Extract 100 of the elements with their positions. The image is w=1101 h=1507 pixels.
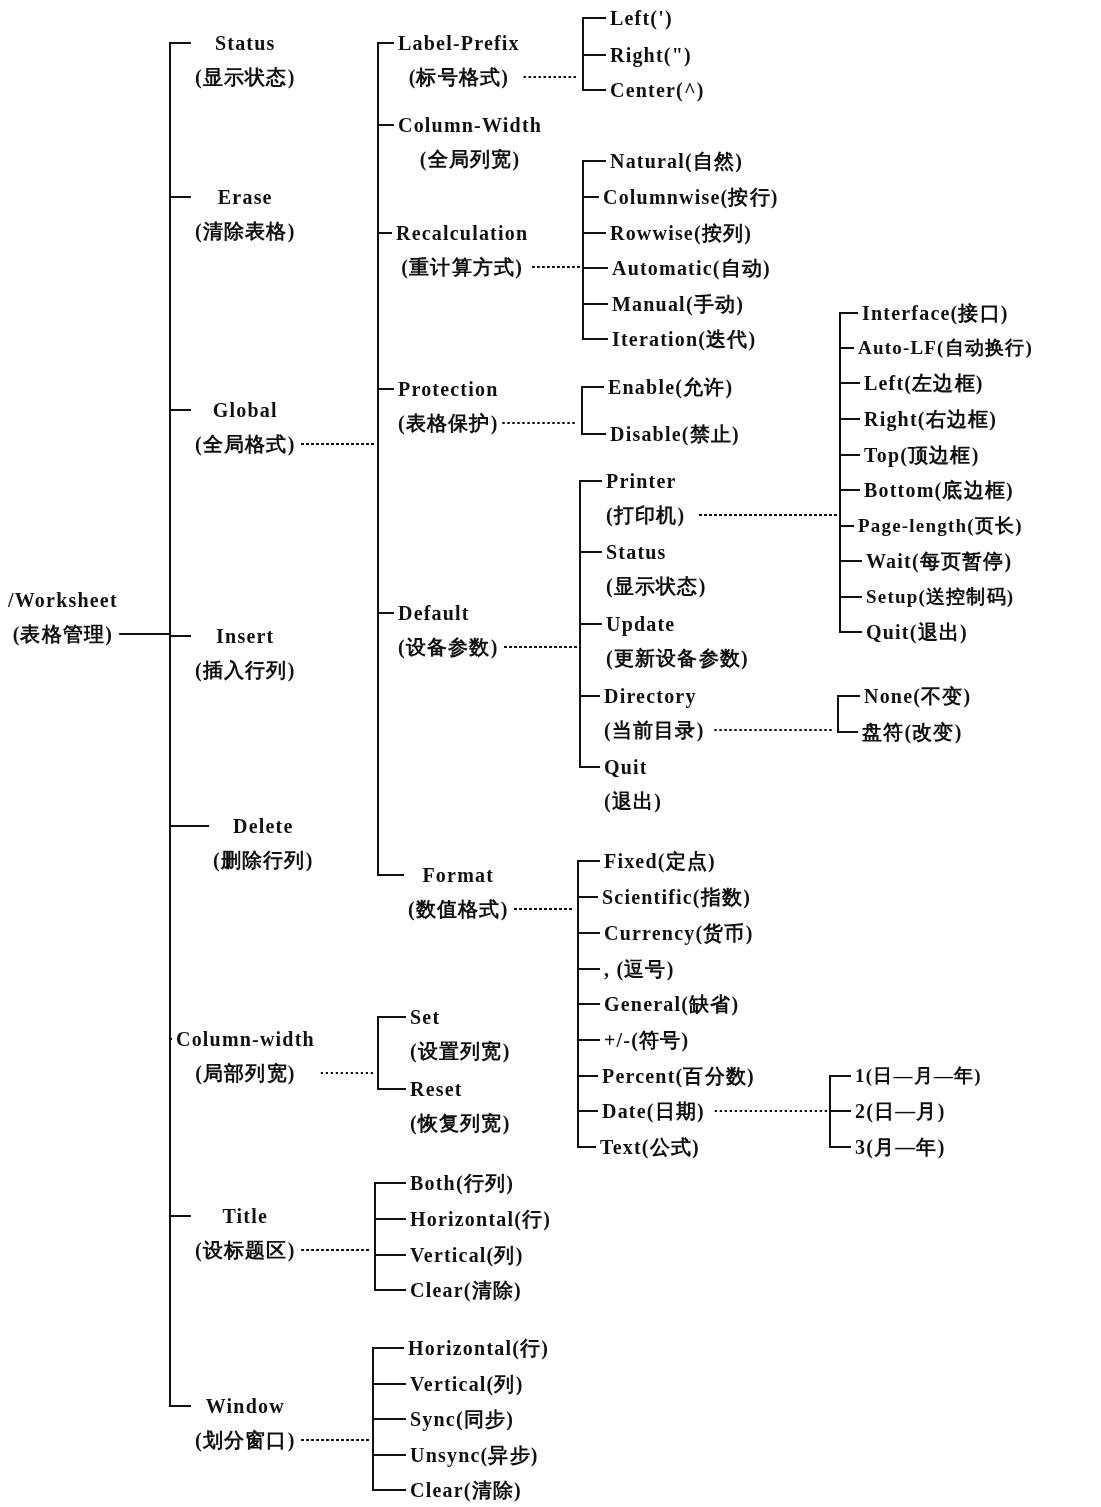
menu-item: , (逗号) xyxy=(604,952,675,986)
menu-item: Vertical(列) xyxy=(410,1367,524,1401)
menu-item-gloss: (全局格式) xyxy=(195,432,296,458)
menu-item-gloss: (设标题区) xyxy=(195,1238,296,1264)
menu-item: Status xyxy=(606,540,667,565)
menu-item: Horizontal(行) xyxy=(410,1202,552,1236)
menu-item: Reset xyxy=(410,1077,463,1102)
menu-item: Columnwise(按行) xyxy=(603,180,779,214)
menu-item: 3(月—年) xyxy=(855,1130,946,1164)
bracket-line xyxy=(300,1439,407,1491)
menu-item: Horizontal(行) xyxy=(408,1331,550,1365)
menu-item: Enable(允许) xyxy=(608,370,734,404)
menu-item: Column-width xyxy=(176,1027,315,1052)
menu-item-gloss: (打印机) xyxy=(606,503,686,529)
menu-item: Disable(禁止) xyxy=(610,417,740,451)
menu-item: Fixed(定点) xyxy=(604,844,716,878)
menu-item: Top(顶边框) xyxy=(864,438,980,472)
menu-item: Scientific(指数) xyxy=(602,880,751,914)
menu-item-gloss: (重计算方式) xyxy=(401,255,523,281)
menu-item: Right(") xyxy=(610,38,692,72)
menu-item: Recalculation xyxy=(396,221,529,246)
menu-item-gloss: (显示状态) xyxy=(606,574,707,600)
bracket-line xyxy=(713,1110,852,1148)
menu-item: Format xyxy=(422,863,495,888)
bracket-line xyxy=(300,443,405,876)
menu-item: Insert xyxy=(216,624,275,649)
menu-item: 1(日—月—年) xyxy=(855,1059,982,1093)
bracket-line xyxy=(118,633,192,1407)
menu-item: Status xyxy=(215,31,276,56)
menu-item-gloss: (表格保护) xyxy=(398,411,499,437)
menu-item: Directory xyxy=(604,684,697,710)
bracket-line xyxy=(319,1072,407,1090)
menu-item: Quit xyxy=(604,755,648,780)
menu-item: Title xyxy=(222,1204,269,1229)
menu-item-gloss: (插入行列) xyxy=(195,658,296,684)
menu-item: Currency(货币) xyxy=(604,916,754,950)
menu-item: Automatic(自动) xyxy=(612,251,771,285)
menu-item: Interface(接口) xyxy=(862,296,1009,330)
menu-item-gloss: (删除行列) xyxy=(213,848,314,874)
menu-item: Auto-LF(自动换行) xyxy=(858,331,1033,365)
bracket-line xyxy=(522,76,607,91)
menu-item: Left(左边框) xyxy=(864,366,984,400)
menu-item-gloss: (更新设备参数) xyxy=(606,646,749,672)
menu-item: Default xyxy=(398,601,470,626)
menu-item: Date(日期) xyxy=(602,1094,705,1128)
menu-item: 盘符(改变) xyxy=(862,715,963,749)
menu-item-gloss: (局部列宽) xyxy=(195,1061,296,1087)
menu-item-gloss: (全局列宽) xyxy=(419,147,521,173)
bracket-line xyxy=(300,1249,407,1291)
menu-item-gloss: (恢复列宽) xyxy=(410,1111,511,1137)
bracket-line xyxy=(698,514,863,633)
menu-item: Window xyxy=(205,1394,285,1419)
menu-item: Erase xyxy=(217,185,273,210)
menu-item: Protection xyxy=(398,377,499,402)
menu-item-gloss: (设置列宽) xyxy=(410,1039,511,1065)
menu-item: Quit(退出) xyxy=(866,615,968,649)
menu-item: Label-Prefix xyxy=(398,31,520,56)
menu-item: Rowwise(按列) xyxy=(610,216,753,250)
menu-item: Center(^) xyxy=(610,73,705,107)
menu-item: Unsync(异步) xyxy=(410,1438,539,1472)
menu-item: Right(右边框) xyxy=(864,402,998,436)
menu-item-gloss: (标号格式) xyxy=(408,65,510,91)
menu-item-gloss: (设备参数) xyxy=(398,635,499,661)
menu-item-gloss: (显示状态) xyxy=(195,65,296,91)
menu-item: 2(日—月) xyxy=(855,1094,946,1128)
menu-item-gloss: (当前目录) xyxy=(604,718,705,744)
bracket-line xyxy=(513,908,597,1148)
menu-item: Natural(自然) xyxy=(610,144,744,178)
menu-item-gloss: (表格管理) xyxy=(12,622,114,648)
menu-item: Left(') xyxy=(610,1,673,35)
bracket-line xyxy=(713,729,859,733)
menu-item: Clear(清除) xyxy=(410,1273,522,1307)
menu-item: Printer xyxy=(606,469,677,494)
menu-item: Set xyxy=(410,1005,441,1030)
menu-item: None(不变) xyxy=(864,679,972,713)
menu-item-gloss: (数值格式) xyxy=(408,897,509,923)
menu-item: Text(公式) xyxy=(600,1130,700,1164)
menu-item: Both(行列) xyxy=(410,1166,515,1200)
bracket-line xyxy=(501,422,607,435)
menu-item-gloss: (退出) xyxy=(604,789,663,815)
bracket-line xyxy=(503,646,601,768)
menu-item: Vertical(列) xyxy=(410,1238,524,1272)
menu-item: Update xyxy=(606,612,676,638)
menu-item-gloss: (清除表格) xyxy=(195,219,296,245)
menu-item: Delete xyxy=(233,814,294,839)
menu-item: Clear(清除) xyxy=(410,1473,522,1507)
menu-item: Column-Width xyxy=(398,113,543,138)
bracket-line xyxy=(531,266,609,340)
menu-item: Percent(百分数) xyxy=(602,1059,755,1093)
menu-item: +/-(符号) xyxy=(604,1023,690,1057)
menu-item: Wait(每页暂停) xyxy=(866,544,1013,578)
menu-item: Sync(同步) xyxy=(410,1402,515,1436)
menu-item: Bottom(底边框) xyxy=(864,473,1014,507)
menu-item: /Worksheet xyxy=(8,588,118,613)
menu-item: Global xyxy=(212,398,278,423)
menu-item: Page-length(页长) xyxy=(858,509,1023,543)
menu-item: Setup(送控制码) xyxy=(866,580,1015,614)
menu-item: General(缺省) xyxy=(604,987,740,1021)
menu-item-gloss: (划分窗口) xyxy=(195,1428,296,1454)
menu-item: Manual(手动) xyxy=(612,287,744,321)
